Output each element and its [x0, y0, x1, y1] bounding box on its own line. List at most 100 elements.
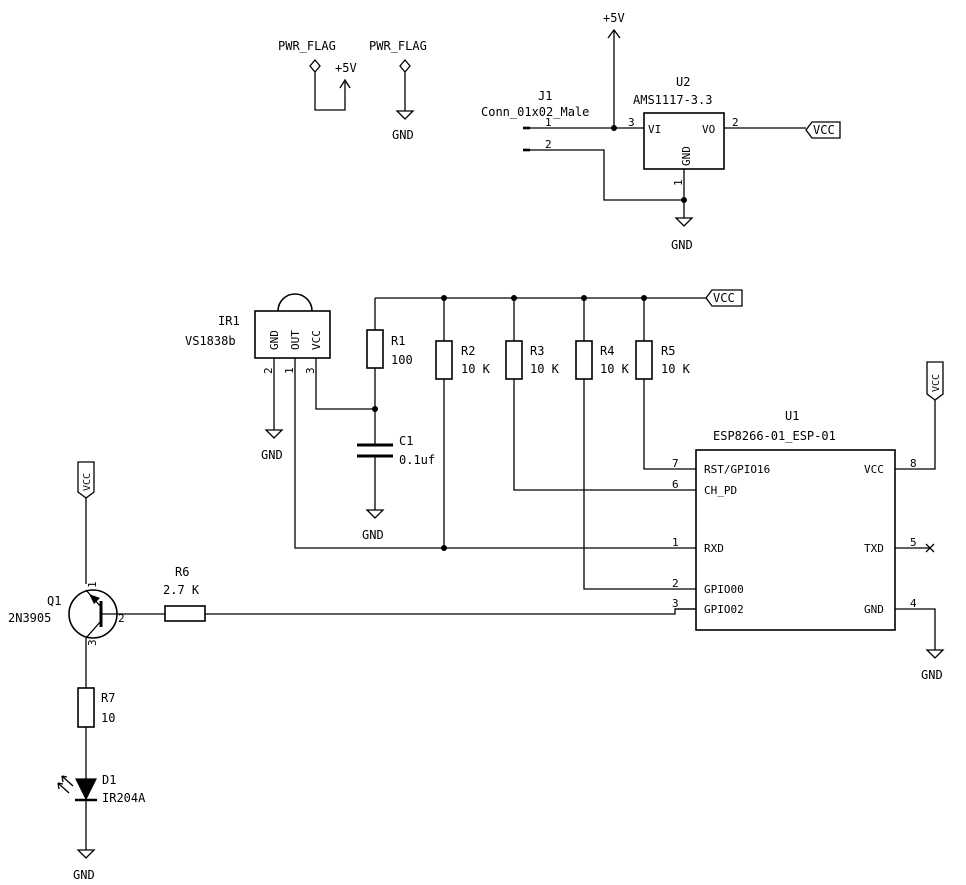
svg-text:VCC: VCC	[82, 473, 93, 491]
pwr-flag-label: PWR_FLAG	[278, 39, 336, 53]
junction-dot	[681, 197, 687, 203]
component-ref: U1	[785, 409, 799, 423]
resistor-r2[interactable]: R2 10 K	[435, 340, 491, 380]
resistor-r5[interactable]: R5 10 K	[635, 340, 691, 380]
component-value: 10 K	[661, 362, 691, 376]
pin-number: 2	[732, 116, 739, 129]
pin-number: 2	[672, 577, 679, 590]
pin-number: 5	[910, 536, 917, 549]
component-ref: R2	[461, 344, 475, 358]
gnd-label: GND	[73, 868, 95, 882]
junction-dot	[441, 545, 447, 551]
component-value: 100	[391, 353, 413, 367]
gnd-label: GND	[392, 128, 414, 142]
pin-name: GPIO02	[704, 603, 744, 616]
net-label-vcc: VCC	[926, 361, 944, 401]
ir-receiver-ir1[interactable]: IR1 VS1838b GND OUT VCC 2 1 3	[185, 293, 331, 374]
component-ref: J1	[538, 89, 552, 103]
supply-5v-symbol: +5V	[603, 11, 625, 128]
svg-text:VCC: VCC	[813, 123, 835, 137]
component-value: ESP8266-01_ESP-01	[713, 429, 836, 443]
pin-number: 1	[545, 116, 552, 129]
component-ref: Q1	[47, 594, 61, 608]
wire	[315, 358, 375, 410]
component-ref: R7	[101, 691, 115, 705]
component-ref: R3	[530, 344, 544, 358]
resistor-r1[interactable]: R1 100	[366, 329, 413, 369]
pin-name: RST/GPIO16	[704, 463, 770, 476]
component-value: Conn_01x02_Male	[481, 105, 589, 119]
pin-number: 1	[672, 179, 685, 186]
wire	[895, 608, 936, 650]
pin-number: 4	[910, 597, 917, 610]
gnd-label: GND	[921, 668, 943, 682]
component-ref: R6	[175, 565, 189, 579]
wire	[513, 379, 675, 491]
net-label-vcc: VCC	[805, 121, 841, 139]
no-connect-icon	[925, 543, 935, 553]
pwr-flag-label: PWR_FLAG	[369, 39, 427, 53]
pin-name: GPIO00	[704, 583, 744, 596]
net-label-vcc: VCC	[77, 461, 95, 499]
pin-number: 2	[118, 612, 125, 625]
gnd-label: GND	[362, 528, 384, 542]
pin-name: CH_PD	[704, 484, 737, 497]
component-ref: R1	[391, 334, 405, 348]
pin-number: 2	[545, 138, 552, 151]
component-value: 10 K	[461, 362, 491, 376]
pin-name: GND	[268, 330, 281, 350]
component-ref: C1	[399, 434, 413, 448]
gnd-symbol: GND	[671, 217, 694, 252]
regulator-u2[interactable]: U2 AMS1117-3.3 VI VO GND 3 2 1	[628, 75, 739, 186]
transistor-q1[interactable]: Q1 2N3905 1 2 3	[8, 581, 138, 646]
component-value: VS1838b	[185, 334, 236, 348]
pwr-flag-gnd[interactable]: PWR_FLAG GND	[369, 39, 427, 142]
component-ref: R5	[661, 344, 675, 358]
pin-number: 1	[672, 536, 679, 549]
pin-name: VO	[702, 123, 715, 136]
connector-j1[interactable]: J1 Conn_01x02_Male 1 2	[481, 89, 589, 152]
net-label: +5V	[335, 61, 357, 75]
pin-name: VI	[648, 123, 661, 136]
component-ref: U2	[676, 75, 690, 89]
gnd-symbol: GND	[73, 849, 96, 882]
pin-number: 1	[86, 581, 99, 588]
pin-name: VCC	[310, 330, 323, 350]
pin-number: 6	[672, 478, 679, 491]
wire	[530, 149, 684, 201]
svg-text:VCC: VCC	[931, 374, 942, 392]
diode-d1[interactable]: D1 IR204A	[57, 773, 146, 805]
gnd-symbol: GND	[362, 509, 385, 542]
component-value: AMS1117-3.3	[633, 93, 712, 107]
pin-number: 3	[304, 367, 317, 374]
pwr-flag-5v[interactable]: PWR_FLAG +5V	[278, 39, 357, 111]
module-u1[interactable]: U1 ESP8266-01_ESP-01 RST/GPIO16 7 CH_PD …	[672, 409, 917, 631]
capacitor-c1[interactable]: C1 0.1uf	[357, 434, 435, 467]
component-value: 10 K	[600, 362, 630, 376]
wire	[895, 400, 936, 470]
wire	[205, 608, 696, 615]
resistor-r6[interactable]: R6 2.7 K 2.7 K	[163, 565, 206, 622]
pin-number: 3	[86, 639, 99, 646]
pin-number: 2	[262, 367, 275, 374]
gnd-symbol: GND	[921, 649, 945, 682]
resistor-r3[interactable]: R3 10 K	[505, 340, 560, 380]
resistor-r4[interactable]: R4 10 K	[575, 340, 630, 380]
component-value: IR204A	[102, 791, 146, 805]
wire	[583, 379, 675, 590]
pin-number: 8	[910, 457, 917, 470]
pin-number: 1	[283, 367, 296, 374]
resistor-r7[interactable]: R7 10	[77, 687, 115, 728]
pin-name: TXD	[864, 542, 884, 555]
svg-text:VCC: VCC	[713, 291, 735, 305]
pin-name: RXD	[704, 542, 724, 555]
gnd-symbol: GND	[261, 429, 284, 462]
pin-name: GND	[864, 603, 884, 616]
pin-number: 3	[672, 597, 679, 610]
pin-name: VCC	[864, 463, 884, 476]
component-ref: R4	[600, 344, 614, 358]
net-label-vcc: VCC	[705, 289, 743, 307]
gnd-label: GND	[671, 238, 693, 252]
pin-leads	[675, 468, 696, 610]
